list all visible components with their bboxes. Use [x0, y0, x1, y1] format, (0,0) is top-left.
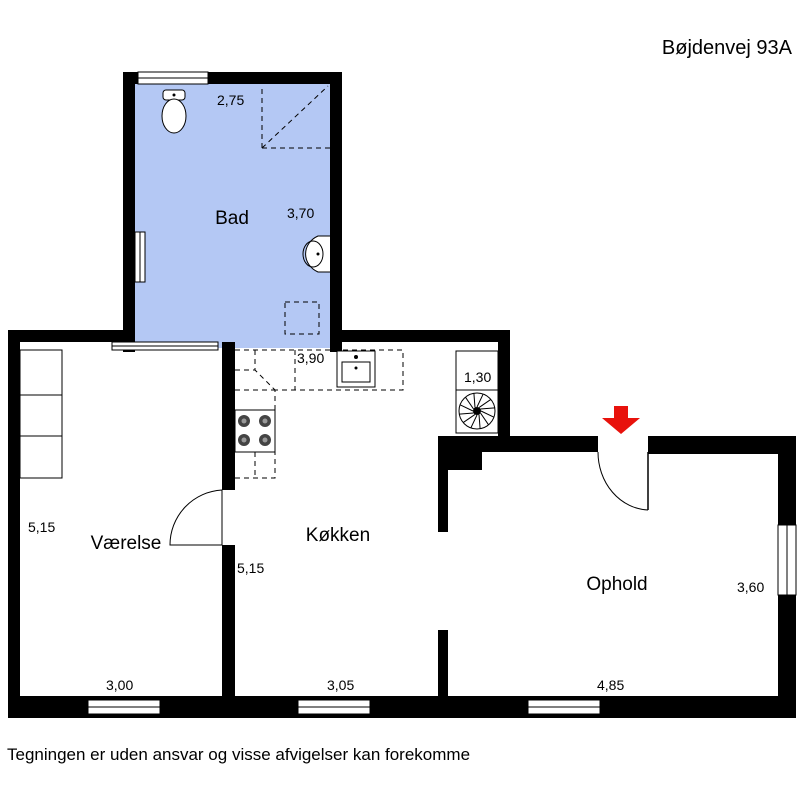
spiral-step [459, 404, 474, 412]
dim-vaerelse-width: 3,00 [106, 677, 133, 693]
room-label-ophold: Ophold [586, 574, 647, 595]
spiral-step [476, 393, 484, 408]
wardrobe [19, 349, 63, 479]
spiral-step [480, 410, 495, 418]
walls [8, 72, 796, 718]
shower-icon [261, 85, 330, 149]
entrance-arrow-icon [602, 406, 640, 434]
address-label: Bøjdenvej 93A [662, 37, 793, 59]
kitchen-sink-icon [336, 350, 376, 388]
spiral-step [478, 399, 492, 408]
spiral-step [459, 412, 474, 415]
dim-kokken-width: 3,05 [327, 677, 354, 693]
doors [169, 451, 649, 546]
kitchen-fixtures [234, 349, 499, 479]
sink-icon [302, 235, 330, 273]
spiral-step [480, 412, 489, 426]
spiral-step [473, 393, 476, 408]
stove-icon [234, 409, 276, 453]
spiral-step [478, 414, 481, 429]
dim-kokken-counter: 3,90 [297, 350, 324, 366]
bathroom-fixtures [161, 85, 330, 335]
bath-cabinet [284, 301, 320, 335]
dim-kokken-length: 5,15 [237, 560, 264, 576]
spiral-stair-icon [458, 392, 496, 430]
windows [87, 71, 797, 715]
toilet-icon [161, 89, 187, 134]
dim-kokken-alcove: 1,30 [464, 369, 491, 385]
spiral-step [462, 414, 476, 423]
room-label-vaerelse: Værelse [91, 533, 162, 554]
dim-vaerelse-length: 5,15 [28, 519, 55, 535]
room-label-kokken: Køkken [306, 525, 370, 546]
dim-ophold-length: 3,60 [737, 579, 764, 595]
dim-bad-length: 3,70 [287, 205, 314, 221]
disclaimer-text: Tegningen er uden ansvar og visse afvige… [7, 745, 470, 764]
room-label-bad: Bad [215, 208, 249, 229]
spiral-step [480, 407, 495, 410]
dim-ophold-width: 4,85 [597, 677, 624, 693]
spiral-step [465, 396, 474, 410]
spiral-step [470, 414, 478, 429]
dim-bad-width: 2,75 [217, 92, 244, 108]
